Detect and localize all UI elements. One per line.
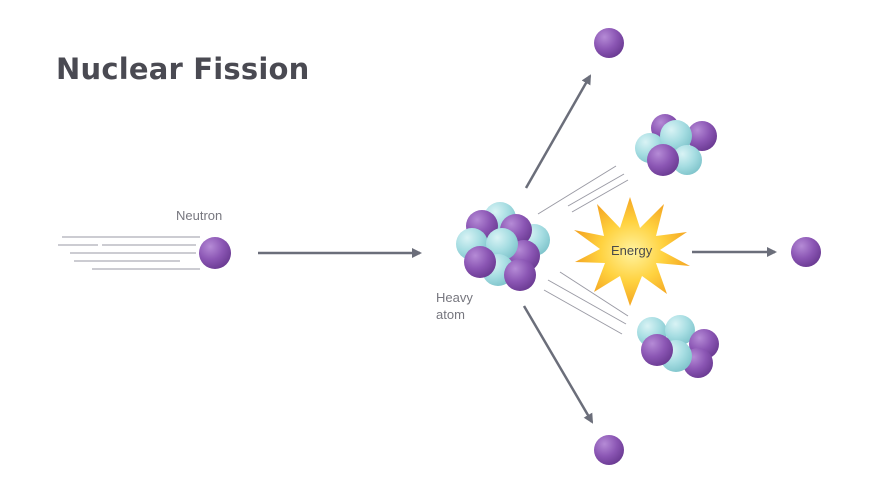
heavy-atom-label-line2: atom bbox=[436, 307, 465, 322]
lower-neutron-arrow bbox=[522, 305, 594, 424]
upper-fragment-motion-lines bbox=[537, 165, 629, 215]
lower-fragment-nucleus bbox=[637, 315, 719, 378]
neutron-label: Neutron bbox=[176, 208, 223, 223]
upper-neutron-arrow bbox=[524, 74, 592, 189]
diagram-title: Nuclear Fission bbox=[56, 52, 310, 86]
upper-fragment-nucleus bbox=[635, 114, 717, 176]
energy-burst bbox=[574, 197, 690, 306]
lower-released-neutron bbox=[594, 435, 624, 465]
upper-released-neutron bbox=[594, 28, 624, 58]
heavy-atom-label: Heavy atom bbox=[436, 289, 473, 323]
energy-label: Energy bbox=[611, 243, 653, 258]
neutron-motion-lines bbox=[58, 236, 200, 270]
heavy-atom-label-line1: Heavy bbox=[436, 290, 473, 305]
lower-fragment-motion-lines bbox=[543, 271, 629, 335]
right-released-neutron bbox=[791, 237, 821, 267]
incoming-neutron bbox=[199, 237, 231, 269]
heavy-atom-nucleus bbox=[456, 202, 550, 291]
